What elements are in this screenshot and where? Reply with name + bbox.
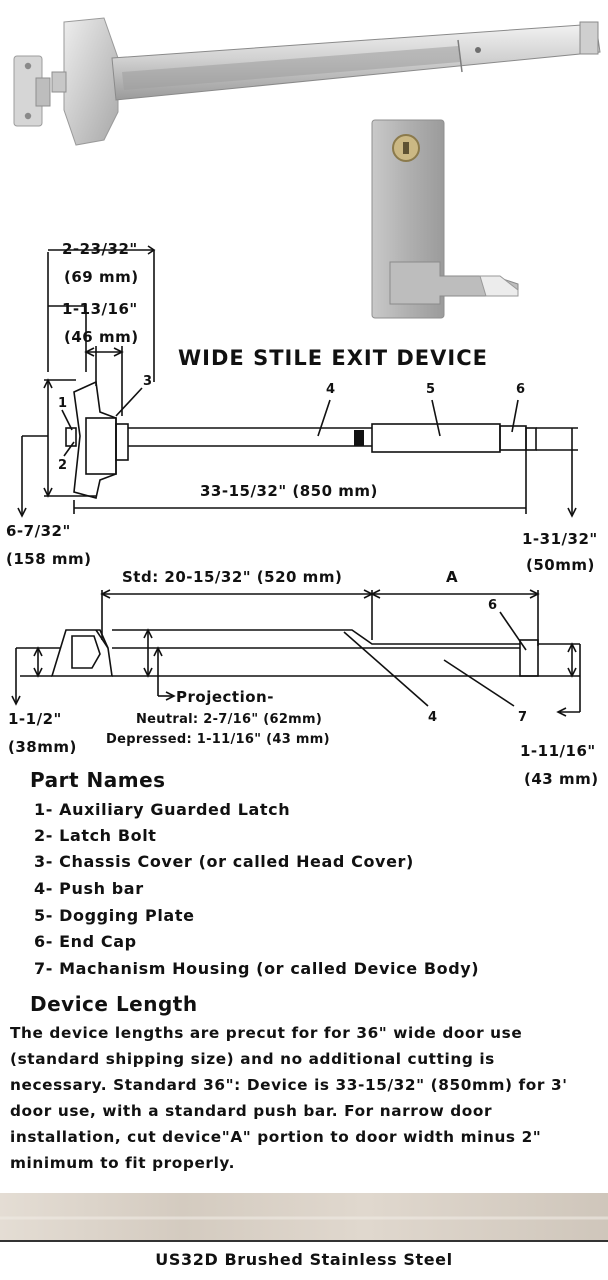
dim-43mm: (43 mm): [524, 770, 599, 788]
dim-69mm: (69 mm): [64, 268, 139, 286]
strike-plate-image: [13, 55, 51, 127]
dim-1-13-16: 1-13/16": [62, 300, 138, 318]
part-name-item: 3- Chassis Cover (or called Head Cover): [34, 852, 414, 871]
device-length-line: door use, with a standard push bar. For …: [10, 1102, 493, 1120]
dim-overall-length: 33-15/32" (850 mm): [200, 482, 378, 500]
projection-depressed: Depressed: 1-11/16" (43 mm): [106, 732, 330, 747]
dim-158mm: (158 mm): [6, 550, 92, 568]
part-name-item: 1- Auxiliary Guarded Latch: [34, 800, 291, 819]
dim-a-portion: A: [446, 568, 459, 586]
dim-6-7-32: 6-7/32": [6, 522, 71, 540]
exit-device-photo: [13, 17, 601, 146]
callout-4-side: 4: [428, 710, 438, 725]
part-name-item: 4- Push bar: [34, 879, 144, 898]
dim-38mm: (38mm): [8, 738, 77, 756]
device-length-heading: Device Length: [30, 992, 198, 1016]
dim-50mm: (50mm): [526, 556, 595, 574]
device-length-line: The device lengths are precut for for 36…: [10, 1024, 523, 1042]
chassis-head-image: [63, 17, 119, 146]
top-view-drawing: [17, 245, 578, 518]
part-name-item: 2- Latch Bolt: [34, 826, 157, 845]
dim-1-1-2: 1-1/2": [8, 710, 62, 728]
dim-1-31-32: 1-31/32": [522, 530, 598, 548]
lever-trim-photo: [371, 119, 519, 319]
dim-2-23-32: 2-23/32": [62, 240, 138, 258]
callout-2: 2: [58, 458, 68, 473]
callout-6-top: 6: [516, 382, 526, 397]
part-names-heading: Part Names: [30, 768, 166, 792]
device-length-line: necessary. Standard 36": Device is 33-15…: [10, 1076, 568, 1094]
finish-label: US32D Brushed Stainless Steel: [155, 1250, 453, 1269]
callout-6-side: 6: [488, 598, 498, 613]
callout-1: 1: [58, 396, 68, 411]
dim-46mm: (46 mm): [64, 328, 139, 346]
part-name-item: 6- End Cap: [34, 932, 137, 951]
projection-label: Projection-: [176, 688, 274, 706]
dim-1-11-16: 1-11/16": [520, 742, 596, 760]
projection-neutral: Neutral: 2-7/16" (62mm): [136, 712, 323, 727]
device-length-line: installation, cut device"A" portion to d…: [10, 1128, 542, 1146]
device-length-line: minimum to fit properly.: [10, 1154, 235, 1172]
callout-7: 7: [518, 710, 528, 725]
callout-5: 5: [426, 382, 436, 397]
side-view-drawing: [11, 589, 581, 717]
diagram-title: WIDE STILE EXIT DEVICE: [178, 346, 488, 370]
part-name-item: 5- Dogging Plate: [34, 906, 195, 925]
part-name-item: 7- Machanism Housing (or called Device B…: [34, 959, 480, 978]
callout-4-top: 4: [326, 382, 336, 397]
callout-3: 3: [143, 374, 153, 389]
dim-std-length: Std: 20-15/32" (520 mm): [122, 568, 343, 586]
device-length-line: (standard shipping size) and no addition…: [10, 1050, 495, 1068]
